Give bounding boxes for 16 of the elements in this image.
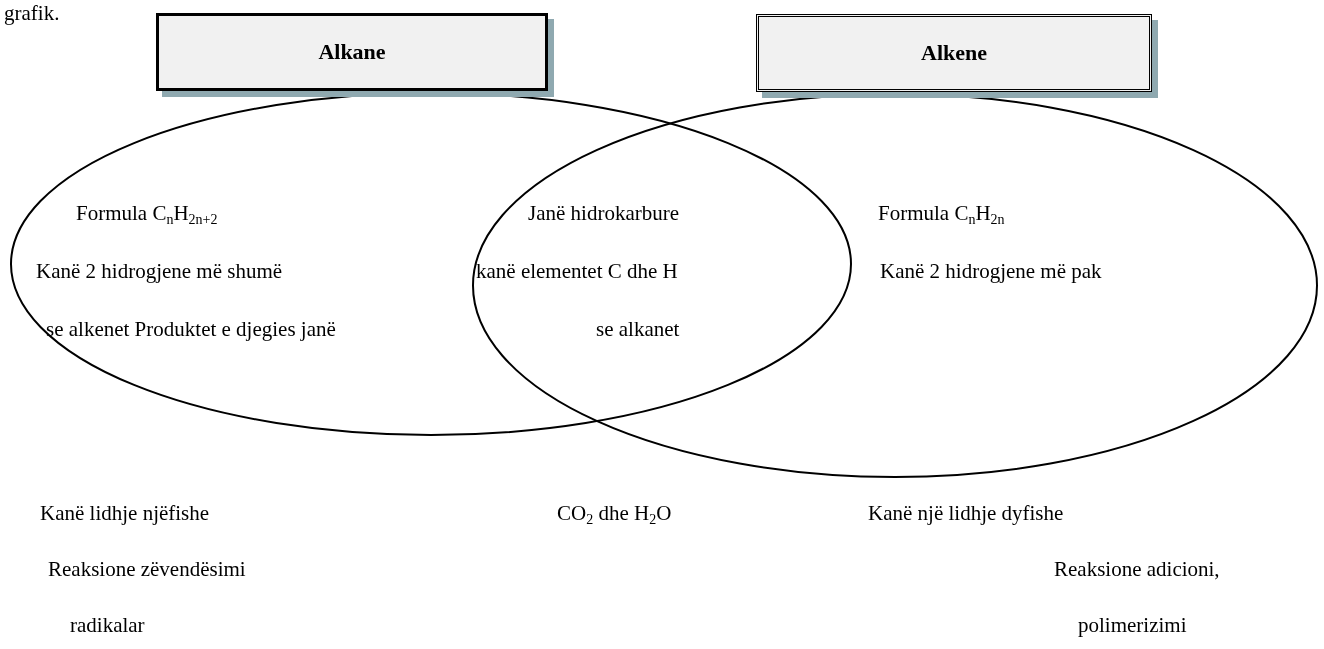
text-label: grafik. [4,0,60,26]
text-label: se alkanet [596,316,680,342]
text-label: Formula C$_{n}$H$_{2n+2}$ [76,200,218,226]
text-label: CO$_{2}$ dhe H$_{2}$O [557,500,672,526]
text-label: Janë hidrokarbure [528,200,680,226]
text-label: Kanë 2 hidrogjene më pak [880,258,1102,284]
text-label: radikalar [70,612,145,638]
text-label: Kanë 2 hidrogjene më shumë [36,258,283,284]
text-label: Reaksione zëvendësimi [48,556,246,582]
text-label: se alkenet Produktet e djegies janë [46,316,336,342]
text-label: Kanë një lidhje dyfishe [868,500,1064,526]
text-label: Kanë lidhje njëfishe [40,500,210,526]
text-label: polimerizimi [1078,612,1187,638]
text-label: kanë elementet C dhe H [476,258,678,284]
text-label: Formula C$_{n}$H$_{2n}$ [878,200,1005,226]
text-label: Reaksione adicioni, [1054,556,1220,582]
